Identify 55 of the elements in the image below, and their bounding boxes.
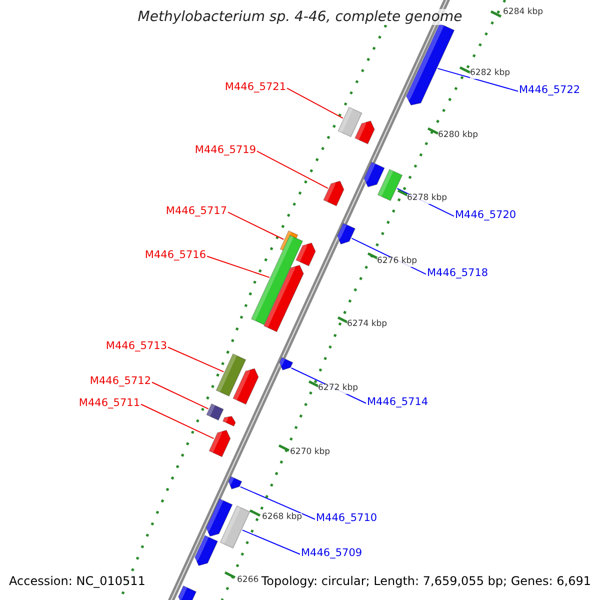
- leader-line: [152, 382, 209, 410]
- gene-label: M446_5718: [427, 267, 488, 280]
- leader-line: [286, 88, 344, 119]
- genome-info-text: Topology: circular; Length: 7,659,055 bp; Genes: 6,691: [261, 575, 591, 589]
- scale-label: 6280 kbp: [438, 131, 478, 141]
- gene-label: M446_5711: [78, 397, 140, 410]
- gene-label: M446_5713: [106, 340, 167, 352]
- scale-label: 6278 kbp: [407, 194, 448, 204]
- scale-label: 6284 kbp: [503, 8, 544, 18]
- gene-feature: [250, 234, 304, 326]
- gene-label: M446_5722: [519, 84, 580, 96]
- gene-feature: [354, 119, 375, 144]
- gene-feature: [377, 168, 403, 202]
- gene-feature: [364, 162, 385, 188]
- accession-text: Accession: NC_010511: [9, 575, 146, 589]
- leader-line: [228, 212, 284, 240]
- gene-feature: [178, 585, 197, 600]
- gene-feature: [216, 353, 246, 397]
- gene-feature: [208, 428, 231, 458]
- gene-feature: [279, 356, 294, 370]
- gene-feature: [220, 505, 250, 549]
- gene-feature: [206, 403, 224, 421]
- gene-feature: [194, 534, 218, 566]
- gene-feature: [406, 23, 455, 106]
- scale-label: 6276 kbp: [377, 257, 418, 267]
- leader-line: [437, 68, 518, 92]
- gene-feature: [336, 222, 356, 245]
- gene-label: M446_5719: [194, 144, 256, 156]
- gene-feature: [206, 498, 233, 537]
- scale-label: 6272 kbp: [318, 384, 358, 394]
- gene-label: M446_5717: [166, 205, 227, 218]
- gene-label: M446_5716: [144, 249, 206, 262]
- gene-feature: [222, 414, 236, 427]
- scale-label: 6268 kbp: [262, 513, 302, 523]
- leader-line: [242, 530, 300, 555]
- gene-label: M446_5712: [90, 375, 151, 388]
- scale-label: 6270 kbp: [290, 448, 330, 458]
- gene-feature: [228, 476, 242, 490]
- leader-line: [206, 256, 270, 278]
- gene-label: M446_5709: [301, 547, 362, 560]
- gene-feature: [323, 179, 344, 206]
- scale-label: 6282 kbp: [470, 69, 510, 79]
- leader-line: [240, 486, 316, 520]
- gene-label: M446_5710: [316, 512, 378, 524]
- leader-line: [140, 404, 214, 440]
- gene-label: M446_5720: [455, 209, 516, 222]
- gene-feature: [232, 366, 259, 405]
- gene-feature: [338, 106, 362, 138]
- gene-feature: [263, 263, 304, 332]
- leader-line: [168, 346, 224, 372]
- gene-feature: [296, 241, 316, 266]
- scale-label: 6274 kbp: [347, 320, 388, 330]
- leader-line: [256, 150, 328, 189]
- gene-label: M446_5714: [367, 396, 428, 408]
- gene-label: M446_5721: [224, 81, 286, 94]
